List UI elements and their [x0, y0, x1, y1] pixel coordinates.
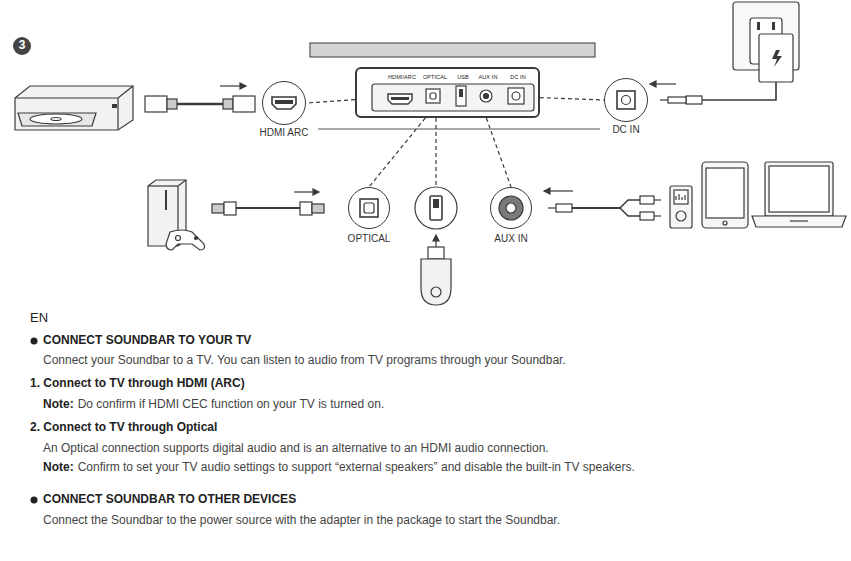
port-name: HDMI ARC — [260, 127, 309, 138]
port-label: HDMI/ARC — [388, 74, 416, 80]
soundbar-panel: HDMI/ARC OPTICAL USB AUX IN DC IN — [355, 67, 540, 118]
section-heading: CONNECT SOUNDBAR TO YOUR TV — [43, 333, 251, 347]
port-name: AUX IN — [494, 233, 527, 244]
dashed-connector — [540, 98, 604, 100]
body-text: An Optical connection supports digital a… — [43, 441, 549, 455]
body-text: Connect the Soundbar to the power source… — [43, 513, 560, 527]
port-circle: AUX IN — [490, 187, 532, 229]
note-label: Note: — [43, 397, 74, 411]
section-heading: 2. Connect to TV through Optical — [30, 420, 217, 434]
body-text: Do confirm if HDMI CEC function on your … — [78, 397, 385, 411]
dashed-connector — [369, 118, 425, 187]
body-text: Connect your Soundbar to a TV. You can l… — [43, 353, 566, 367]
port-label: AUX IN — [479, 74, 498, 80]
port-label: USB — [457, 74, 469, 80]
body-text: Confirm to set your TV audio settings to… — [78, 460, 635, 474]
note-label: Note: — [43, 460, 74, 474]
dashed-connector — [306, 100, 355, 103]
port-circle: HDMI ARC — [262, 81, 306, 125]
dashed-connector — [486, 118, 511, 187]
port-label: DC IN — [510, 74, 525, 80]
port-name: DC IN — [612, 124, 639, 135]
port-circle: DC IN — [604, 78, 648, 122]
port-name: OPTICAL — [348, 233, 391, 244]
section-heading: CONNECT SOUNDBAR TO OTHER DEVICES — [43, 492, 296, 506]
port-label: OPTICAL — [423, 74, 447, 80]
section-heading: 1. Connect to TV through HDMI (ARC) — [30, 376, 245, 390]
language-code: EN — [30, 310, 48, 325]
callout-number: 3 — [13, 38, 31, 52]
port-circle: OPTICAL — [348, 187, 390, 229]
